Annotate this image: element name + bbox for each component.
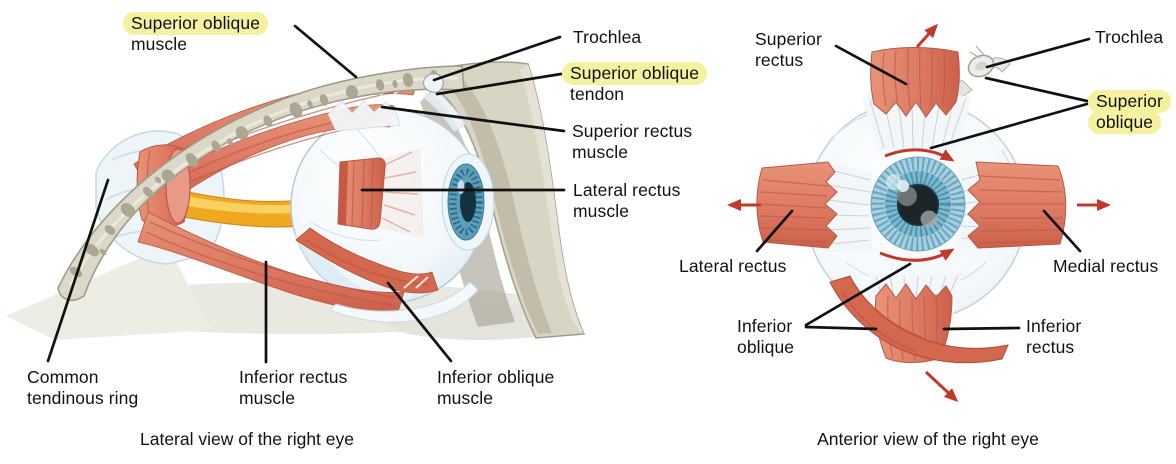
leader-superior-rectus-muscle — [380, 105, 566, 133]
muscle-action-arrows — [727, 23, 1111, 403]
lateral-inferior-oblique-muscle-shape — [295, 227, 439, 294]
label-trochlea-anterior: Trochlea — [1095, 27, 1164, 47]
label-superior-rectus-muscle: Superior rectus muscle — [572, 121, 693, 162]
leader-superior-oblique-a — [984, 76, 1089, 103]
label-trochlea-lateral: Trochlea — [573, 27, 642, 47]
leader-inferior-oblique-a — [804, 325, 878, 331]
lower-lid-crescent — [329, 281, 479, 323]
label-inferior-rectus-muscle: Inferior rectus muscle — [239, 367, 348, 408]
arrow-up-right — [915, 23, 939, 49]
lateral-pupil — [460, 182, 476, 222]
leader-superior-oblique-tendon — [435, 72, 563, 96]
label-superior-oblique-anterior: Superior oblique — [1088, 90, 1171, 134]
label-inferior-rectus-anterior: Inferior rectus — [1026, 316, 1082, 357]
leader-lines — [46, 24, 1091, 364]
highlight-superior-oblique-line1: Superior — [1088, 90, 1171, 113]
label-inferior-oblique-muscle: Inferior oblique muscle — [437, 367, 555, 408]
leader-common-tendinous-ring — [46, 178, 110, 363]
leader-superior-oblique-muscle — [293, 24, 358, 79]
highlight-superior-oblique-line2: oblique — [1088, 111, 1162, 134]
label-medial-rectus-anterior: Medial rectus — [1053, 256, 1159, 276]
arrow-down-right — [924, 370, 959, 403]
anterior-lateral-rectus-shape — [756, 161, 838, 249]
anterior-superior-rectus-shape — [870, 47, 960, 118]
arrow-extorsion-arc — [879, 248, 955, 262]
leader-medial-rectus-anterior — [1042, 209, 1082, 253]
leader-superior-oblique-b — [929, 102, 1089, 150]
leader-inferior-rectus-anterior — [942, 326, 1021, 331]
highlight-superior-oblique-muscle: Superior oblique — [123, 12, 269, 35]
label-common-tendinous-ring: Common tendinous ring — [27, 367, 139, 408]
label-superior-oblique-tendon: Superior oblique tendon — [562, 62, 708, 105]
caption-anterior-view: Anterior view of the right eye — [817, 429, 1039, 449]
label-superior-rectus-anterior: Superior rectus — [755, 29, 822, 70]
leader-superior-rectus-anterior — [834, 44, 908, 86]
label-lateral-rectus-muscle: Lateral rectus muscle — [573, 180, 681, 221]
lateral-lateral-rectus-muscle-shape — [337, 148, 424, 238]
highlight-superior-oblique-tendon: Superior oblique — [562, 62, 708, 85]
leader-trochlea-lateral — [432, 35, 562, 82]
label-inferior-oblique-anterior: Inferior oblique — [737, 316, 795, 357]
anterior-iris — [870, 156, 966, 252]
label-lateral-rectus-anterior: Lateral rectus — [679, 256, 787, 276]
leader-lateral-rectus-anterior — [755, 209, 794, 253]
caption-lateral-view: Lateral view of the right eye — [139, 429, 355, 449]
label-superior-oblique-muscle: Superior oblique muscle — [123, 12, 269, 55]
arrow-intorsion-arc — [884, 148, 955, 162]
leader-inferior-oblique-b — [804, 262, 912, 327]
lateral-view-illustration — [6, 61, 586, 340]
anterior-medial-rectus-shape — [967, 161, 1067, 249]
leader-trochlea-anterior — [985, 37, 1091, 69]
leader-inferior-oblique-muscle — [386, 281, 453, 363]
